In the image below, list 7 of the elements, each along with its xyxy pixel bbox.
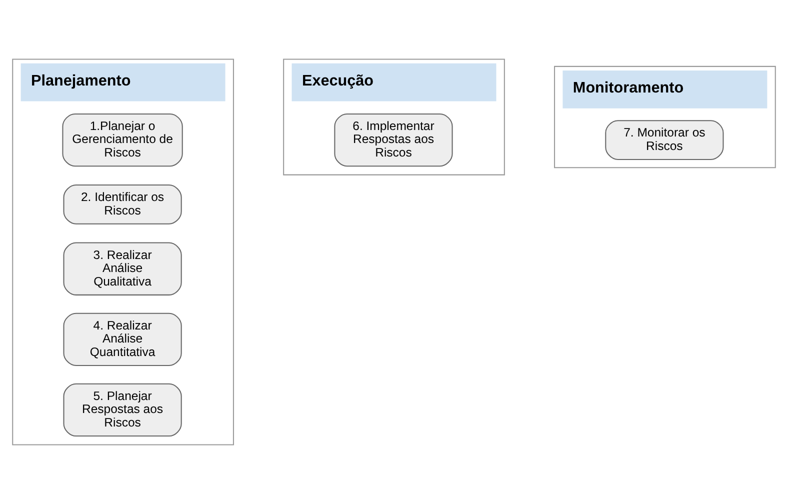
node-box: 2. Identificar os Riscos (63, 184, 182, 224)
node-box: 3. Realizar Análise Qualitativa (63, 242, 182, 296)
node-box: 6. Implementar Respostas aos Riscos (334, 113, 453, 167)
node-box: 1.Planejar o Gerenciamento de Riscos (62, 113, 183, 167)
node-box: 5. Planejar Respostas aos Riscos (63, 383, 182, 437)
node-box: 4. Realizar Análise Quantitativa (63, 312, 182, 366)
node-box: 7. Monitorar os Riscos (605, 120, 724, 160)
